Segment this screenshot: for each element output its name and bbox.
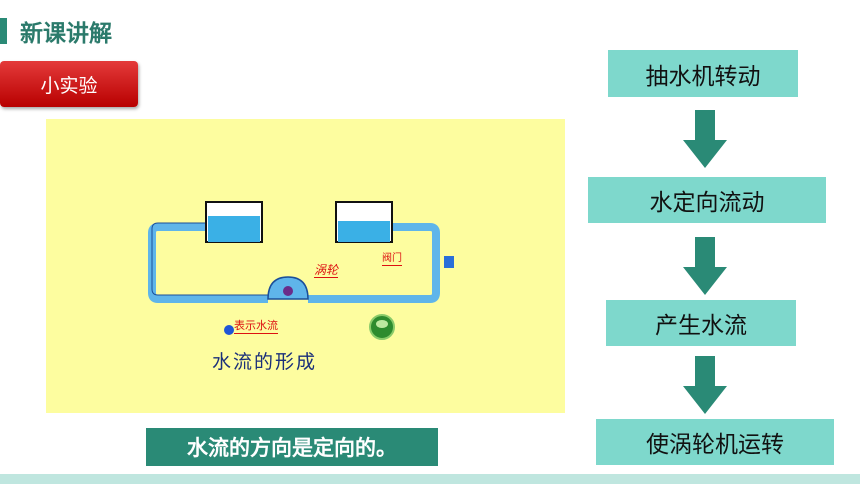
- animation-caption: 水流的形成: [212, 351, 318, 373]
- valve: [444, 256, 454, 268]
- experiment-animation: 涡轮 阀门 表示水流 水流的形成: [46, 119, 565, 413]
- turbine-hub: [283, 286, 293, 296]
- right-pipe: [308, 223, 440, 303]
- left-pipe-edge: [151, 222, 268, 296]
- right-tank-water: [338, 221, 390, 242]
- pipe-diagram: [148, 201, 454, 340]
- down-arrow-icon: [683, 110, 727, 168]
- bottom-divider: [0, 474, 860, 484]
- valve-label: 阀门: [382, 253, 402, 266]
- down-arrow-icon: [683, 356, 727, 414]
- down-arrow-icon: [683, 237, 727, 295]
- title-accent-bar: [0, 18, 7, 44]
- play-button-shine: [376, 320, 388, 328]
- summary-text: 水流的方向是定向的。: [146, 428, 438, 466]
- experiment-button[interactable]: 小实验: [0, 61, 138, 107]
- flow-step-2: 水定向流动: [588, 177, 826, 223]
- page-title: 新课讲解: [20, 21, 112, 47]
- legend-dot: [224, 325, 234, 335]
- flow-step-1: 抽水机转动: [608, 50, 798, 97]
- flow-step-4: 使涡轮机运转: [596, 419, 834, 465]
- left-tank-water: [208, 216, 260, 242]
- wheel-label: 涡轮: [314, 263, 339, 278]
- flow-step-3: 产生水流: [606, 300, 796, 346]
- legend-label: 表示水流: [234, 319, 278, 334]
